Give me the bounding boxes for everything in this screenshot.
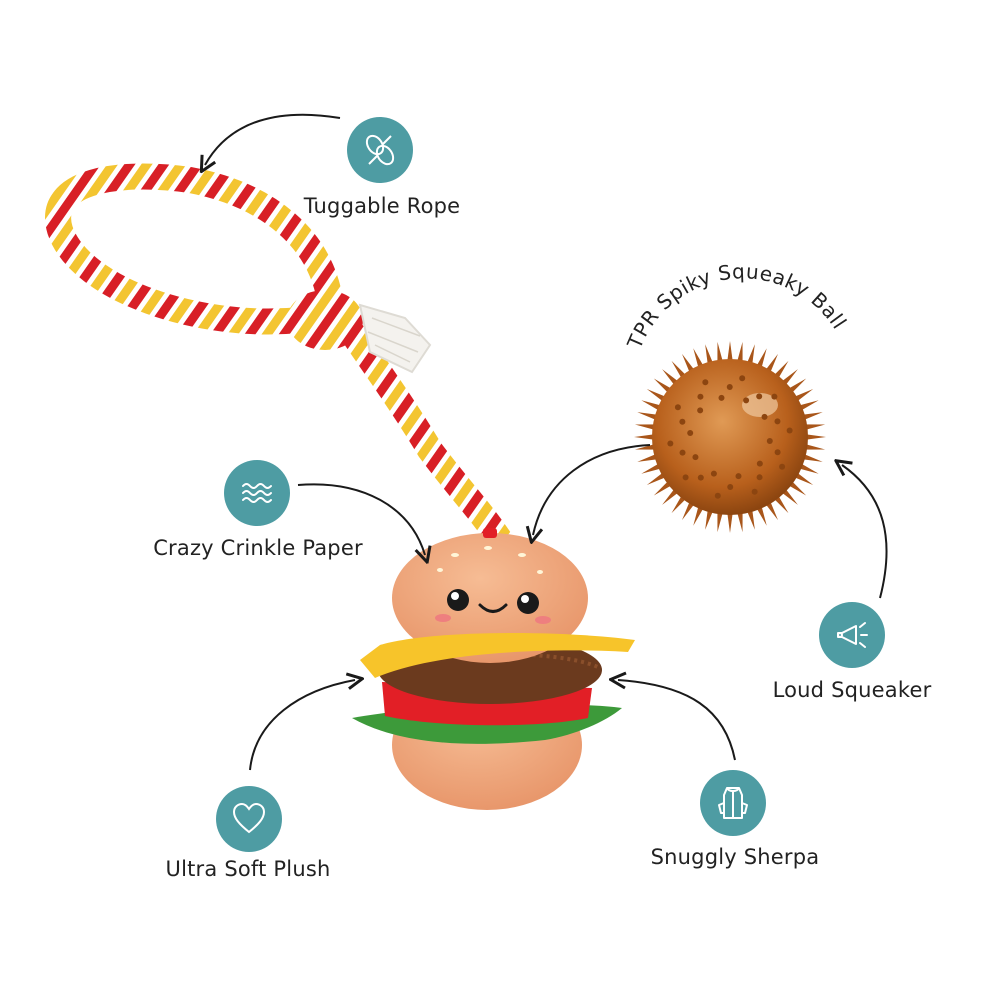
- ball-nub: [679, 449, 686, 456]
- rope-label: Tuggable Rope: [303, 194, 461, 218]
- ball-nub: [697, 407, 704, 414]
- ball-nub: [739, 375, 746, 382]
- ball-nub: [702, 379, 709, 386]
- crinkle-badge: [224, 460, 290, 526]
- ball-nub: [751, 488, 758, 495]
- sherpa-label: Snuggly Sherpa: [650, 845, 820, 869]
- ball-nub: [774, 418, 781, 425]
- ball-nub: [687, 430, 694, 437]
- crinkle-label: Crazy Crinkle Paper: [153, 536, 363, 560]
- vest-icon: [718, 787, 748, 819]
- ball-nub: [667, 440, 674, 447]
- ball-label: TPR Spiky Squeaky Ball: [622, 259, 852, 353]
- rope-toy: [45, 163, 513, 553]
- wave-lines-icon: [242, 483, 272, 503]
- squeaker-badge: [819, 602, 885, 668]
- ball-nub: [774, 449, 781, 456]
- ball-nub: [710, 470, 717, 477]
- ball-nub: [761, 413, 768, 420]
- ball-nub: [756, 393, 763, 400]
- callout-arrows: [205, 113, 888, 771]
- spiky-ball: [634, 341, 826, 533]
- squeaker-arrow: [842, 465, 888, 599]
- horn-icon: [837, 622, 868, 648]
- ball-nub: [727, 483, 734, 490]
- ball-nub: [679, 418, 686, 425]
- sherpa-arrow: [618, 680, 736, 761]
- ball-label-text: TPR Spiky Squeaky Ball: [622, 259, 851, 353]
- ball-nub: [726, 384, 733, 391]
- ball-arrow: [533, 444, 651, 535]
- rope-badge: [347, 117, 413, 183]
- ball-nub: [697, 393, 704, 400]
- plush-badge: [216, 786, 282, 852]
- plush-label: Ultra Soft Plush: [165, 857, 331, 881]
- burger-plush: [352, 528, 635, 810]
- ball-nub: [674, 404, 681, 411]
- ball-nub: [718, 394, 725, 401]
- plush-arrow: [249, 680, 355, 771]
- ball-nub: [786, 427, 793, 434]
- ball-nub: [766, 437, 773, 444]
- sherpa-badge: [700, 770, 766, 836]
- ball-nub: [756, 474, 763, 481]
- ball-nub: [682, 474, 689, 481]
- squeaker-label: Loud Squeaker: [772, 678, 932, 702]
- ball-nub: [714, 492, 721, 499]
- ball-nub: [771, 393, 778, 400]
- ball-nub: [735, 473, 742, 480]
- ball-nub: [756, 460, 763, 467]
- ball-nub: [743, 397, 750, 404]
- ball-nub: [692, 454, 699, 461]
- ball-nub: [779, 463, 786, 470]
- rope-coil-icon: [365, 134, 395, 166]
- ball-nub: [697, 474, 704, 481]
- rope-arrow: [205, 113, 341, 165]
- heart-icon: [232, 802, 266, 834]
- crinkle-arrow: [297, 483, 425, 555]
